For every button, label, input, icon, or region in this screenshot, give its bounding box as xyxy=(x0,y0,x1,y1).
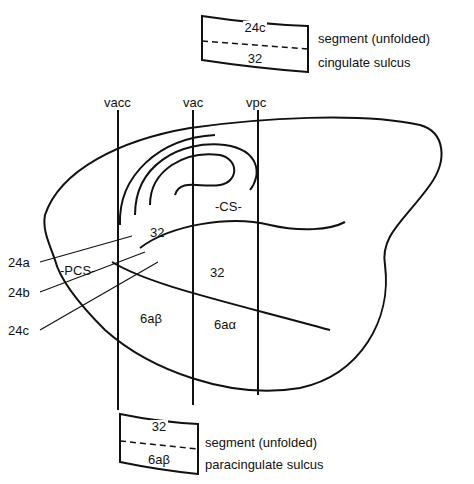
area-label: -PCS- xyxy=(60,264,95,277)
cingulate-sulcus xyxy=(140,221,345,248)
area-label: 6aα xyxy=(214,318,236,331)
area-label: vac xyxy=(183,96,203,109)
area-label: vpc xyxy=(246,96,266,109)
paracingulate-sulcus xyxy=(112,262,330,330)
area-label: 24c xyxy=(8,324,29,337)
area-label: 24b xyxy=(8,286,30,299)
area-label: 32 xyxy=(210,266,224,279)
area-label: paracingulate sulcus xyxy=(205,458,324,471)
vac-line xyxy=(192,110,194,405)
area-label: segment (unfolded) xyxy=(318,32,430,45)
vpc-line xyxy=(257,110,259,395)
hemisphere-outline xyxy=(44,118,441,391)
area-label: 24a xyxy=(8,256,30,269)
segment-area: 6aβ xyxy=(146,453,172,466)
area-label: 6aβ xyxy=(140,312,162,325)
cingulate-gyrus-line xyxy=(120,135,215,225)
area-label: segment (unfolded) xyxy=(205,436,317,449)
area-label: 32 xyxy=(150,226,164,239)
callosal-sulcus xyxy=(135,144,257,215)
unfolded-segment: 32 6aβ xyxy=(118,410,200,476)
segment-area: 32 xyxy=(246,52,264,65)
vacc-line xyxy=(117,110,119,410)
area-label: cingulate sulcus xyxy=(318,56,411,69)
segment-area: 24c xyxy=(243,21,268,34)
unfolded-segment: 24c 32 xyxy=(200,12,310,74)
area-label: vacc xyxy=(104,96,131,109)
area-label: -CS- xyxy=(215,200,242,213)
leader-line xyxy=(40,252,145,292)
leader-line xyxy=(40,236,132,262)
segment-area: 32 xyxy=(150,420,168,433)
